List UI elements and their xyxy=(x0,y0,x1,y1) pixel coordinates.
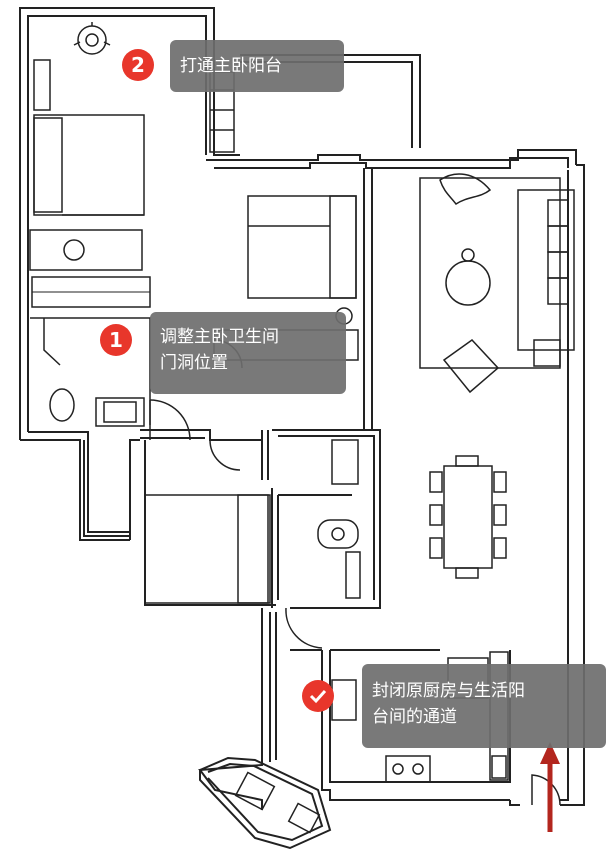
lower-balcony-fixtures xyxy=(234,771,321,834)
note-1-line-1: 调整主卧卫生间 xyxy=(160,327,279,347)
middle-bathroom xyxy=(285,439,361,649)
check-badge xyxy=(302,680,334,712)
note-master-bath-door: 调整主卧卫生间 门洞位置 xyxy=(150,312,346,394)
note-3-line-2: 台间的通道 xyxy=(372,707,457,727)
note-open-master-balcony: 打通主卧阳台 xyxy=(170,40,344,92)
note-2-text: 打通主卧阳台 xyxy=(180,56,282,76)
dining-table xyxy=(429,455,507,579)
note-1-line-2: 门洞位置 xyxy=(160,353,228,373)
living-room xyxy=(419,173,575,394)
badge-2: 2 xyxy=(122,49,154,81)
third-bedroom xyxy=(144,439,271,604)
note-3-line-1: 封闭原厨房与生活阳 xyxy=(372,681,525,701)
badge-1: 1 xyxy=(100,324,132,356)
check-icon xyxy=(309,689,327,704)
note-close-kitchen-passage: 封闭原厨房与生活阳 台间的通道 xyxy=(362,664,606,748)
entry-arrow-icon xyxy=(540,742,560,832)
